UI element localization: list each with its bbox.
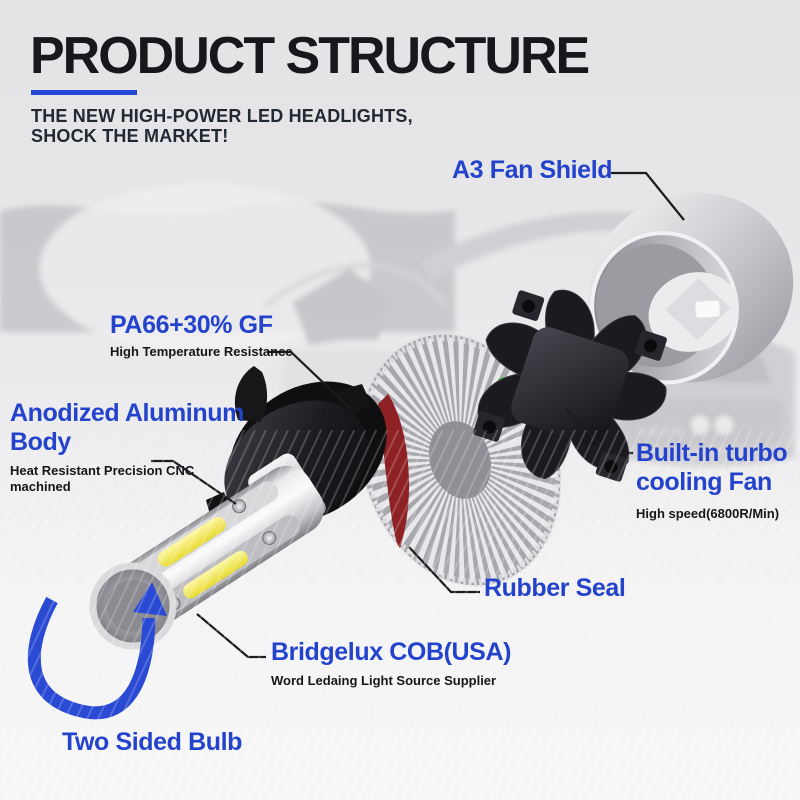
rubber-seal-label: Rubber Seal <box>484 574 626 602</box>
leader-line-cooling-fan <box>565 408 633 455</box>
leader-line-rubber-seal <box>408 546 480 594</box>
leader-line-bridgelux <box>196 613 266 659</box>
callout-fan-shield: A3 Fan Shield <box>452 156 613 185</box>
callout-two-sided-bulb: Two Sided Bulb <box>62 728 242 757</box>
subtitle-line-2: SHOCK THE MARKET! <box>31 126 229 146</box>
callout-bridgelux-cob: Bridgelux COB(USA) Word Ledaing Light So… <box>271 638 511 689</box>
two-sided-bulb-label: Two Sided Bulb <box>62 728 243 756</box>
cooling-fan-note: High speed(6800R/Min) <box>636 506 780 521</box>
cob-chip-bottom-art <box>183 550 248 599</box>
bridgelux-cob-note: Word Ledaing Light Source Supplier <box>271 673 497 688</box>
callout-aluminum-body: Anodized Aluminum Body Heat Resistant Pr… <box>10 399 268 495</box>
aluminum-body-note: Heat Resistant Precision CNC machined <box>10 463 195 494</box>
pa66-note: High Temperature Resistance <box>110 344 293 359</box>
leader-line-fan-shield <box>611 171 685 221</box>
callout-rubber-seal: Rubber Seal <box>484 574 626 603</box>
leader-line-pa66 <box>267 350 352 410</box>
fan-shield-label: A3 Fan Shield <box>452 156 613 184</box>
page-subtitle: THE NEW HIGH-POWER LED HEADLIGHTS, SHOCK… <box>31 106 451 146</box>
cob-chip-top-art <box>157 516 226 567</box>
callout-cooling-fan: Built-in turbo cooling Fan High speed(68… <box>636 439 800 522</box>
pa66-label: PA66+30% GF <box>110 311 273 339</box>
cooling-fan-label: Built-in turbo cooling Fan <box>636 439 788 496</box>
callout-pa66: PA66+30% GF High Temperature Resistance <box>110 311 293 360</box>
aluminum-body-label: Anodized Aluminum Body <box>10 399 244 456</box>
title-underline <box>31 90 137 95</box>
subtitle-line-1: THE NEW HIGH-POWER LED HEADLIGHTS, <box>31 106 413 126</box>
leader-line-aluminum-body <box>151 459 237 505</box>
cooling-fan-art <box>469 288 669 484</box>
rotation-arrow-icon <box>27 582 167 720</box>
bridgelux-cob-label: Bridgelux COB(USA) <box>271 638 512 666</box>
page-title: PRODUCT STRUCTURE <box>30 27 590 85</box>
